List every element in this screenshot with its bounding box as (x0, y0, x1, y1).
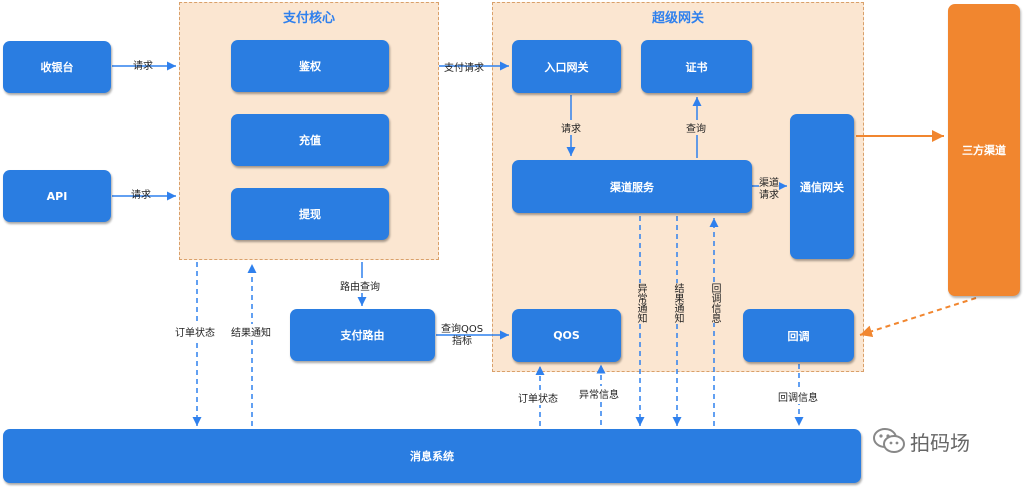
entry-gateway-node: 入口网关 (512, 40, 621, 93)
recharge-node: 充值 (231, 114, 389, 166)
label-api-request: 请求 (131, 190, 151, 201)
comm-gateway-node: 通信网关 (790, 114, 854, 259)
cashier-node: 收银台 (3, 41, 111, 93)
label-channel-request: 渠道 请求 (759, 178, 779, 202)
withdraw-node: 提现 (231, 188, 389, 240)
label-order-status-qos: 订单状态 (518, 390, 558, 405)
label-result-notify-channel: 结果通知 (670, 283, 685, 323)
watermark-text: 拍码场 (910, 430, 970, 455)
group-pay-core-title: 支付核心 (282, 11, 335, 26)
third-channel-node: 三方渠道 (948, 4, 1020, 296)
callback-node: 回调 (743, 309, 854, 362)
auth-node: 鉴权 (231, 40, 389, 92)
label-pay-request: 支付请求 (444, 63, 484, 74)
label-route-query: 路由查询 (340, 278, 380, 293)
label-entry-request: 请求 (561, 120, 581, 135)
label-callback-info-channel: 回调信息 (707, 283, 722, 323)
cert-node: 证书 (641, 40, 752, 93)
label-cashier-request: 请求 (133, 61, 153, 72)
qos-node: QOS (512, 309, 621, 362)
label-callback-info: 回调信息 (778, 389, 818, 404)
label-exception-notify: 异常通知 (633, 283, 648, 323)
label-qos-query: 查询QOS 指标 (441, 324, 484, 347)
edge-third-callback (859, 297, 977, 338)
watermark: 拍码场 (872, 426, 970, 456)
channel-service-node: 渠道服务 (512, 160, 752, 213)
label-result-notify-core: 结果通知 (231, 324, 271, 339)
label-cert-query: 查询 (686, 120, 706, 135)
wechat-icon (873, 428, 905, 453)
label-exception-info-qos: 异常信息 (579, 386, 619, 401)
group-super-gateway-title: 超级网关 (651, 11, 704, 26)
message-system-node: 消息系统 (3, 429, 861, 483)
pay-route-node: 支付路由 (290, 309, 435, 361)
api-node: API (3, 170, 111, 222)
label-order-status-core: 订单状态 (175, 324, 215, 339)
